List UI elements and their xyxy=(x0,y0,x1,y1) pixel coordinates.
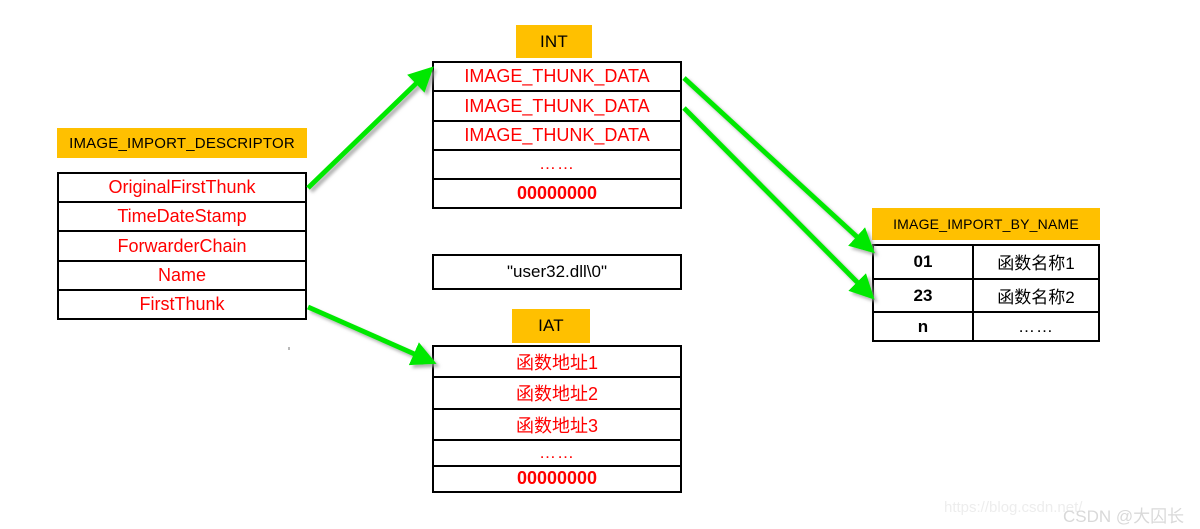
importbyname-name-cell: …… xyxy=(974,313,1098,340)
descriptor-field-label: Name xyxy=(157,264,206,285)
int-header-label: INT xyxy=(540,31,568,51)
int-row-label: 00000000 xyxy=(516,182,598,203)
iat-header-box: IAT xyxy=(512,309,590,343)
int-header-box: INT xyxy=(516,25,592,58)
arrow-int-row2-to-importbyname-row2 xyxy=(682,106,875,300)
importbyname-name: 函数名称1 xyxy=(997,254,1075,274)
importbyname-hint-cell: 23 xyxy=(874,279,974,312)
importbyname-name-cell: 函数名称1 xyxy=(974,246,1098,278)
int-row-label: …… xyxy=(539,154,575,174)
iat-row-label: 函数地址3 xyxy=(515,415,598,436)
iat-row-label: 函数地址1 xyxy=(515,352,598,373)
dll-name-label: "user32.dll\0" xyxy=(507,262,607,281)
descriptor-row-name: Name xyxy=(59,262,305,291)
int-row: IMAGE_THUNK_DATA xyxy=(434,92,680,122)
iat-row: 函数地址1 xyxy=(434,347,680,379)
int-row: IMAGE_THUNK_DATA xyxy=(434,122,680,152)
int-row-ellipsis: …… xyxy=(434,151,680,180)
descriptor-header-label: IMAGE_IMPORT_DESCRIPTOR xyxy=(69,134,295,152)
importbyname-hint-cell: n xyxy=(874,313,974,341)
iat-header-label: IAT xyxy=(538,316,564,335)
int-row-terminator: 00000000 xyxy=(434,180,680,207)
importbyname-row: 23 函数名称2 xyxy=(874,279,1098,314)
descriptor-field-label: OriginalFirstThunk xyxy=(108,177,256,198)
descriptor-row-firstthunk: FirstThunk xyxy=(59,291,305,318)
importbyname-name: …… xyxy=(1018,316,1054,336)
iat-row-label: 函数地址2 xyxy=(515,384,598,405)
importbyname-header-label: IMAGE_IMPORT_BY_NAME xyxy=(893,216,1079,232)
importbyname-hint: 01 xyxy=(913,251,933,271)
dll-name-box: "user32.dll\0" xyxy=(432,254,682,290)
importbyname-header-box: IMAGE_IMPORT_BY_NAME xyxy=(872,208,1100,240)
arrow-int-row1-to-importbyname-row1 xyxy=(682,76,875,254)
descriptor-field-label: FirstThunk xyxy=(139,293,225,314)
importbyname-hint: 23 xyxy=(913,285,933,305)
iat-table: 函数地址1 函数地址2 函数地址3 …… 00000000 xyxy=(432,345,682,493)
int-table: IMAGE_THUNK_DATA IMAGE_THUNK_DATA IMAGE_… xyxy=(432,61,682,209)
iat-row: 函数地址3 xyxy=(434,410,680,442)
importbyname-table: 01 函数名称1 23 函数名称2 n …… xyxy=(872,244,1100,342)
int-row: IMAGE_THUNK_DATA xyxy=(434,63,680,93)
importbyname-row: 01 函数名称1 xyxy=(874,246,1098,280)
image-speck-artifact xyxy=(288,347,290,350)
descriptor-row-originalfirstthunk: OriginalFirstThunk xyxy=(59,174,305,204)
importbyname-hint-cell: 01 xyxy=(874,246,974,278)
descriptor-table: OriginalFirstThunk TimeDateStamp Forward… xyxy=(57,172,307,320)
importbyname-name-cell: 函数名称2 xyxy=(974,280,1098,312)
importbyname-name: 函数名称2 xyxy=(997,288,1075,307)
descriptor-field-label: ForwarderChain xyxy=(117,235,247,256)
arrow-originalfirstthunk-to-int xyxy=(306,66,434,190)
int-row-label: IMAGE_THUNK_DATA xyxy=(464,66,650,87)
iat-row-ellipsis: …… xyxy=(434,441,680,467)
watermark-url: https://blog.csdn.net/ xyxy=(944,499,1083,516)
descriptor-row-timedatestamp: TimeDateStamp xyxy=(59,203,305,233)
arrow-firstthunk-to-iat xyxy=(306,304,437,366)
iat-row-label: …… xyxy=(539,442,575,462)
iat-row-terminator: 00000000 xyxy=(434,467,680,491)
descriptor-row-forwarderchain: ForwarderChain xyxy=(59,232,305,262)
iat-row-label: 00000000 xyxy=(516,468,598,489)
watermark-credit: CSDN @大囚长 xyxy=(1063,507,1185,526)
int-row-label: IMAGE_THUNK_DATA xyxy=(464,95,650,116)
importbyname-hint: n xyxy=(917,316,929,336)
descriptor-field-label: TimeDateStamp xyxy=(117,206,247,227)
importbyname-row: n …… xyxy=(874,313,1098,341)
iat-row: 函数地址2 xyxy=(434,378,680,410)
descriptor-header-box: IMAGE_IMPORT_DESCRIPTOR xyxy=(57,128,307,158)
int-row-label: IMAGE_THUNK_DATA xyxy=(464,125,650,146)
